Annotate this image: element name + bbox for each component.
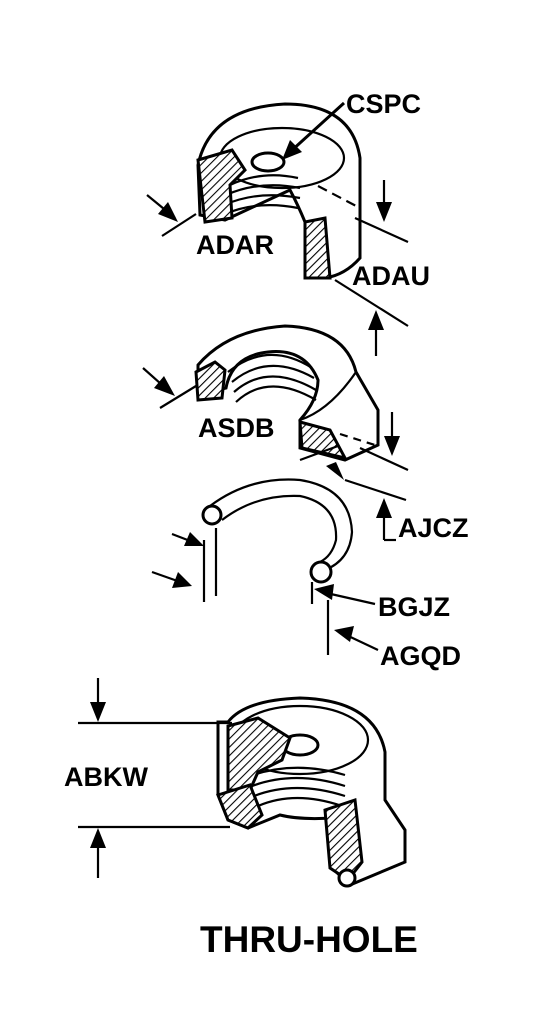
label-ajcz: AJCZ xyxy=(398,513,469,543)
bgjz-agqd-dimension xyxy=(151,528,379,655)
asdb-dimension xyxy=(142,367,197,409)
label-adar: ADAR xyxy=(196,230,274,260)
insert-ring-asdb xyxy=(194,324,380,462)
split-ring xyxy=(201,478,354,584)
label-abkw: ABKW xyxy=(64,762,148,792)
assembled-insert xyxy=(216,696,407,888)
cspc-leader xyxy=(282,101,346,160)
label-cspc: CSPC xyxy=(346,89,421,119)
adar-dimension xyxy=(146,194,197,237)
abkw-dimension xyxy=(78,678,232,878)
adau-dimension xyxy=(334,180,409,356)
label-agqd: AGQD xyxy=(380,641,461,671)
caption-thru-hole: THRU-HOLE xyxy=(200,919,418,960)
label-adau: ADAU xyxy=(352,261,430,291)
insert-body-top xyxy=(196,102,362,280)
label-asdb: ASDB xyxy=(198,413,275,443)
ajcz-dimension xyxy=(299,412,409,542)
label-bgjz: BGJZ xyxy=(378,592,450,622)
